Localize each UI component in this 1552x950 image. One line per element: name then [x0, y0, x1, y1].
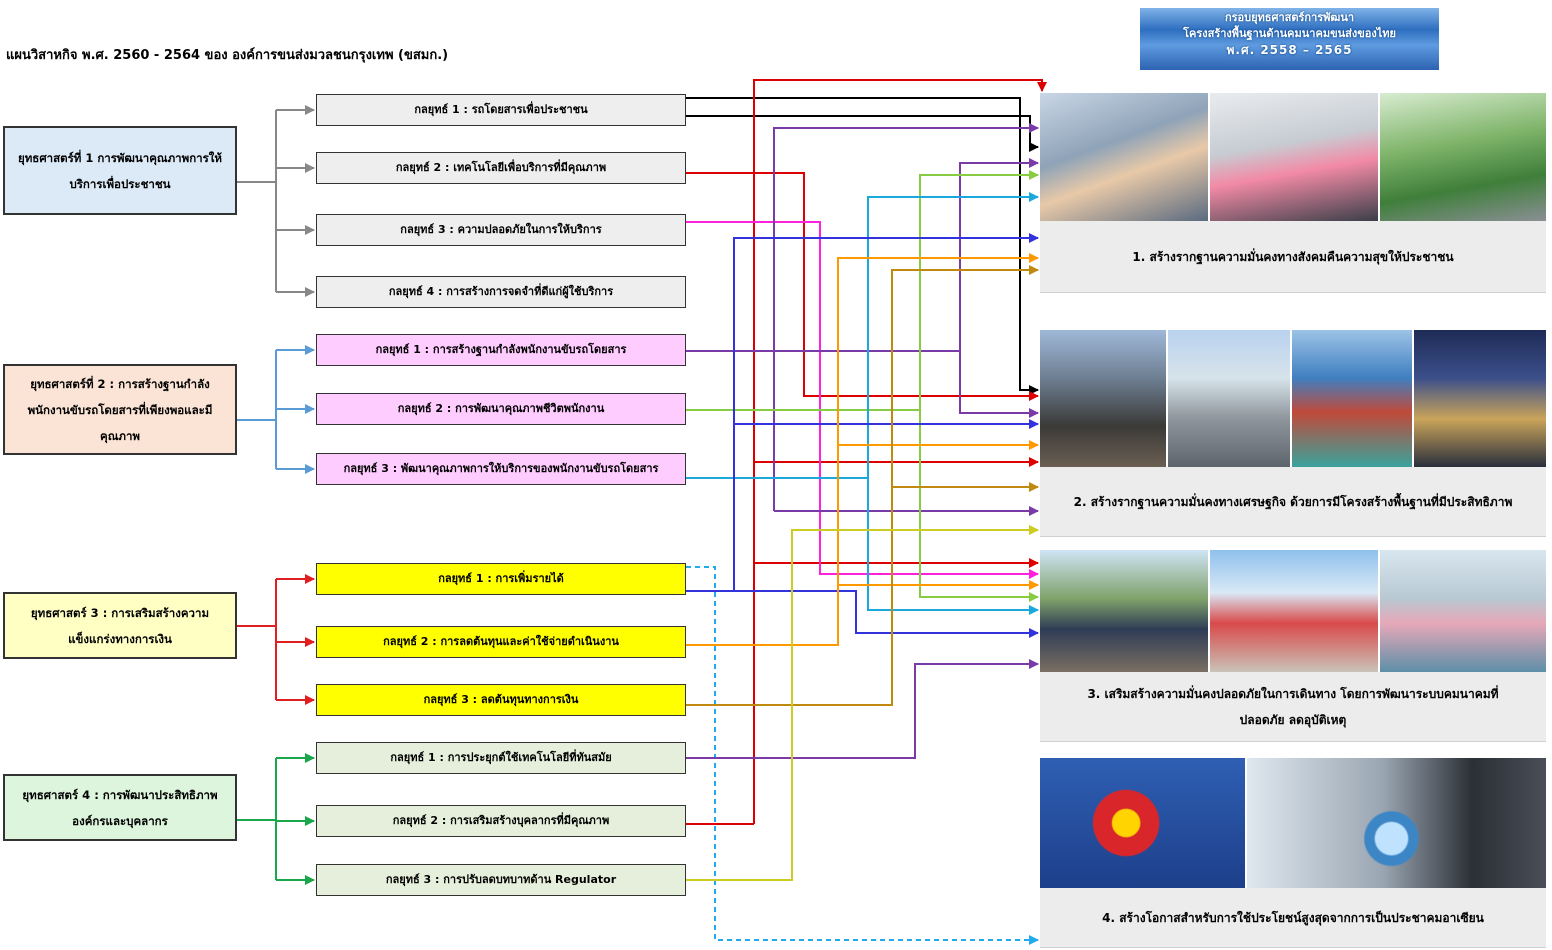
strategy-3-box: ยุทธศาสตร์ 3 : การเสริมสร้างความแข็งแกร่…: [3, 592, 237, 659]
link-s2t3: [686, 192, 1039, 479]
link-lime-g3: [919, 410, 1039, 602]
link-s2t1: [686, 350, 1039, 418]
airport-terminal-photo: [1412, 330, 1546, 467]
strategy-4-tactic-3: กลยุทธ์ 3 : การปรับลดบทบาทด้าน Regulator: [316, 864, 686, 896]
strategy-1-tactic-3: กลยุทธ์ 3 : ความปลอดภัยในการให้บริการ: [316, 214, 686, 246]
strategy-3-tactic-2: กลยุทธ์ 2 : การลดต้นทุนและค่าใช้จ่ายดำเน…: [316, 626, 686, 658]
container-port-photo: [1290, 330, 1414, 467]
link-s4t1: [686, 659, 1039, 759]
strategy-2-tactic-1: กลยุทธ์ 1 : การสร้างฐานกำลังพนักงานขับรถ…: [316, 334, 686, 366]
family-at-van-photo: [1378, 93, 1546, 221]
goal-2-box: 2. สร้างรากฐานความมั่นคงทางเศรษฐกิจ ด้วย…: [1040, 467, 1546, 537]
link-blue-g1: [733, 233, 1039, 591]
banner-year-range: พ.ศ. 2558 – 2565: [1226, 43, 1353, 57]
link-orange-g3: [837, 580, 1039, 645]
railway-officer-photo: [1040, 550, 1208, 672]
goal-4-photos: [1040, 758, 1546, 888]
link-purple-g1b: [959, 158, 1039, 351]
link-cyan-g3: [867, 478, 1039, 615]
bus-passengers-photo: [1378, 550, 1546, 672]
link-red-top: [753, 79, 1047, 824]
strategy-1-tactic-2: กลยุทธ์ 2 : เทคโนโลยีเพื่อบริการที่มีคุณ…: [316, 152, 686, 184]
goal-4-box: 4. สร้างโอกาสสำหรับการใช้ประโยชน์สูงสุดจ…: [1040, 888, 1546, 948]
link-s3t2: [686, 253, 1039, 646]
link-s3t1-dashed: [686, 566, 1039, 945]
strategy-2-tactic-3: กลยุทธ์ 3 : พัฒนาคุณภาพการให้บริการของพน…: [316, 453, 686, 485]
strategy-1-box: ยุทธศาสตร์ที่ 1 การพัฒนาคุณภาพการให้บริก…: [3, 126, 237, 215]
page-title: แผนวิสาหกิจ พ.ศ. 2560 - 2564 ของ องค์การ…: [6, 48, 449, 63]
highway-traffic-photo: [1166, 330, 1292, 467]
goal-3-photos: [1040, 550, 1546, 672]
goal-3-box: 3. เสริมสร้างความมั่นคงปลอดภัยในการเดินท…: [1040, 672, 1546, 742]
link-s3t1: [686, 590, 1039, 638]
strategy-1-tactic-4: กลยุทธ์ 4 : การสร้างการจดจำที่ดีแก่ผู้ใช…: [316, 276, 686, 308]
goal-1-box: 1. สร้างรากฐานความมั่นคงทางสังคมคืนความส…: [1040, 221, 1546, 293]
strategy-4-tactic-1: กลยุทธ์ 1 : การประยุกต์ใช้เทคโนโลยีที่ทั…: [316, 742, 686, 774]
strategy-3-tactic-1: กลยุทธ์ 1 : การเพิ่มรายได้: [316, 563, 686, 595]
link-s1t3: [686, 221, 1039, 579]
goal-1-photos: [1040, 93, 1546, 221]
banner-line-1: กรอบยุทธศาสตร์การพัฒนา: [1224, 11, 1355, 24]
strategy-4-tactic-2: กลยุทธ์ 2 : การเสริมสร้างบุคลากรที่มีคุณ…: [316, 805, 686, 837]
framework-banner: กรอบยุทธศาสตร์การพัฒนา โครงสร้างพื้นฐานด…: [1140, 8, 1439, 70]
strategy-2-tactic-2: กลยุทธ์ 2 : การพัฒนาคุณภาพชีวิตพนักงาน: [316, 393, 686, 425]
strategy-3-tactic-3: กลยุทธ์ 3 : ลดต้นทุนทางการเงิน: [316, 684, 686, 716]
link-s1t2: [686, 172, 1039, 401]
link-purple-g1: [773, 123, 1039, 511]
link-s1t1-a: [686, 97, 1039, 395]
strategy-1-tactic-1: กลยุทธ์ 1 : รถโดยสารเพื่อประชาชน: [316, 94, 686, 126]
banner-line-2: โครงสร้างพื้นฐานด้านคมนาคมขนส่งของไทย: [1183, 27, 1396, 40]
tourists-walking-photo: [1208, 550, 1380, 672]
goal-2-photos: [1040, 330, 1546, 467]
railway-track-photo: [1040, 330, 1166, 467]
businessman-globe-photo: [1245, 758, 1546, 888]
asean-flag-map-photo: [1040, 758, 1245, 888]
link-s1t1-b: [686, 115, 1039, 152]
travelers-at-terminal-photo: [1208, 93, 1380, 221]
strategy-2-box: ยุทธศาสตร์ที่ 2 : การสร้างฐานกำลังพนักงา…: [3, 364, 237, 455]
children-on-bus-photo: [1040, 93, 1208, 221]
link-s2t2: [686, 170, 1039, 411]
strategy-4-box: ยุทธศาสตร์ 4 : การพัฒนาประสิทธิภาพองค์กร…: [3, 774, 237, 841]
